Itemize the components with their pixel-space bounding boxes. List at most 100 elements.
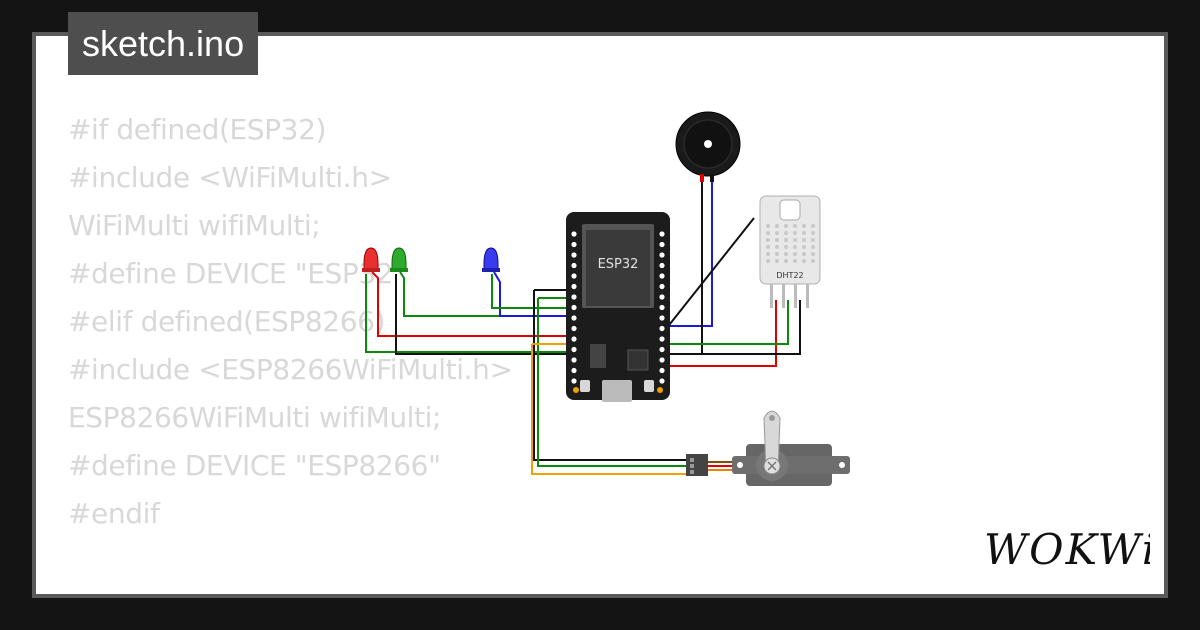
- wire-green-led-c: [491, 274, 574, 309]
- code-line: #elif defined(ESP8266): [68, 305, 386, 338]
- sensor-label: DHT22: [776, 271, 803, 280]
- sensor-vent: [802, 238, 806, 242]
- wire-red-led: [371, 271, 574, 337]
- sensor-vent: [775, 224, 779, 228]
- board-pin: [659, 262, 665, 269]
- board-pin: [659, 346, 665, 353]
- code-line: #if defined(ESP32): [68, 113, 327, 146]
- code-line: #define DEVICE "ESP32": [68, 257, 406, 290]
- wires: [365, 176, 801, 475]
- board-pin: [571, 378, 577, 384]
- sensor-vent: [784, 252, 788, 256]
- code-preview: #if defined(ESP32) #include <WiFiMulti.h>…: [68, 106, 513, 594]
- esp32-board-icon: ESP32: [566, 212, 670, 402]
- wire-green-led-a: [399, 271, 574, 317]
- board-pin: [659, 231, 665, 237]
- wokwi-logo: WOKWi: [984, 525, 1150, 574]
- board-pin: [659, 304, 665, 311]
- wire-black-dht-b: [661, 217, 755, 335]
- sensor-vent: [793, 245, 797, 249]
- board-pin: [571, 231, 577, 237]
- file-name-tab: sketch.ino: [68, 12, 259, 75]
- servo-icon: [686, 410, 850, 486]
- sensor-vent: [793, 259, 797, 263]
- code-line: #endif: [68, 497, 160, 530]
- sensor-vent: [775, 252, 779, 256]
- board-pin: [571, 294, 577, 300]
- board-pin: [571, 241, 577, 248]
- brand-name: WOKWi: [984, 525, 1150, 574]
- sensor-vent: [775, 245, 779, 249]
- wire-green-servo-b: [537, 298, 688, 467]
- sensor-vent: [775, 259, 779, 263]
- sensor-vent: [802, 252, 806, 256]
- code-line: #include <WiFiMulti.h>: [68, 161, 392, 194]
- sensor-vent: [766, 238, 770, 242]
- sensor-vent: [766, 224, 770, 228]
- board-pin: [571, 367, 577, 374]
- wire-black-top: [533, 290, 688, 461]
- board-pin: [571, 273, 577, 279]
- led-blue: [482, 247, 500, 272]
- wire-black-led: [395, 274, 568, 355]
- board-pin: [659, 294, 665, 300]
- buzzer-icon: [675, 111, 741, 182]
- sensor-vent: [802, 231, 806, 235]
- sensor-vent: [793, 252, 797, 256]
- code-line: ESP8266WiFiMulti wifiMulti;: [68, 401, 442, 434]
- board-pin: [659, 273, 665, 279]
- board-pin: [571, 283, 577, 290]
- sensor-vent: [811, 259, 815, 263]
- sensor-vent: [766, 259, 770, 263]
- dht22-sensor-icon: DHT22: [759, 195, 821, 308]
- sensor-vent: [784, 259, 788, 263]
- sensor-vent: [766, 252, 770, 256]
- sensor-vent: [811, 231, 815, 235]
- board-label: ESP32: [598, 257, 639, 272]
- board-pin: [571, 252, 577, 258]
- sensor-vent: [766, 231, 770, 235]
- board-pin: [571, 304, 577, 311]
- board-pin: [659, 336, 665, 342]
- wire-orange-servo-b: [531, 344, 688, 475]
- board-pin: [659, 357, 665, 363]
- code-line: #define DEVICE "ESP8266": [68, 449, 441, 482]
- board-pin: [659, 325, 665, 332]
- board-pin: [571, 346, 577, 353]
- board-pin: [571, 357, 577, 363]
- sensor-vent: [766, 245, 770, 249]
- sensor-vent: [775, 238, 779, 242]
- sensor-vent: [811, 238, 815, 242]
- wire-green-led-b: [365, 274, 574, 353]
- sensor-vent: [802, 259, 806, 263]
- wire-black-dht: [662, 300, 801, 355]
- board-pin: [571, 336, 577, 342]
- board-pin: [659, 252, 665, 258]
- board-pin: [571, 325, 577, 332]
- sensor-vent: [793, 238, 797, 242]
- sensor-vent: [793, 231, 797, 235]
- code-line: #include <InfluxDbClient.h>: [68, 586, 513, 594]
- sensor-vent: [784, 224, 788, 228]
- board-pin: [659, 367, 665, 374]
- board-pin: [659, 283, 665, 290]
- board-pin: [659, 241, 665, 248]
- sensor-vent: [793, 224, 797, 228]
- led-green: [390, 247, 408, 272]
- sensor-vent: [802, 245, 806, 249]
- sensor-vent: [775, 231, 779, 235]
- board-pin: [571, 262, 577, 269]
- wire-blue-buzzer: [662, 176, 713, 327]
- board-pin: [659, 378, 665, 384]
- board-pin: [571, 315, 577, 321]
- sensor-vent: [802, 224, 806, 228]
- code-line: WiFiMulti wifiMulti;: [68, 209, 321, 242]
- sensor-vent: [811, 224, 815, 228]
- code-line: #include <ESP8266WiFiMulti.h>: [68, 353, 513, 386]
- led-red: [362, 247, 380, 272]
- board-pin: [659, 315, 665, 321]
- sensor-vent: [784, 238, 788, 242]
- sensor-vent: [784, 231, 788, 235]
- wire-red-dht: [662, 300, 777, 367]
